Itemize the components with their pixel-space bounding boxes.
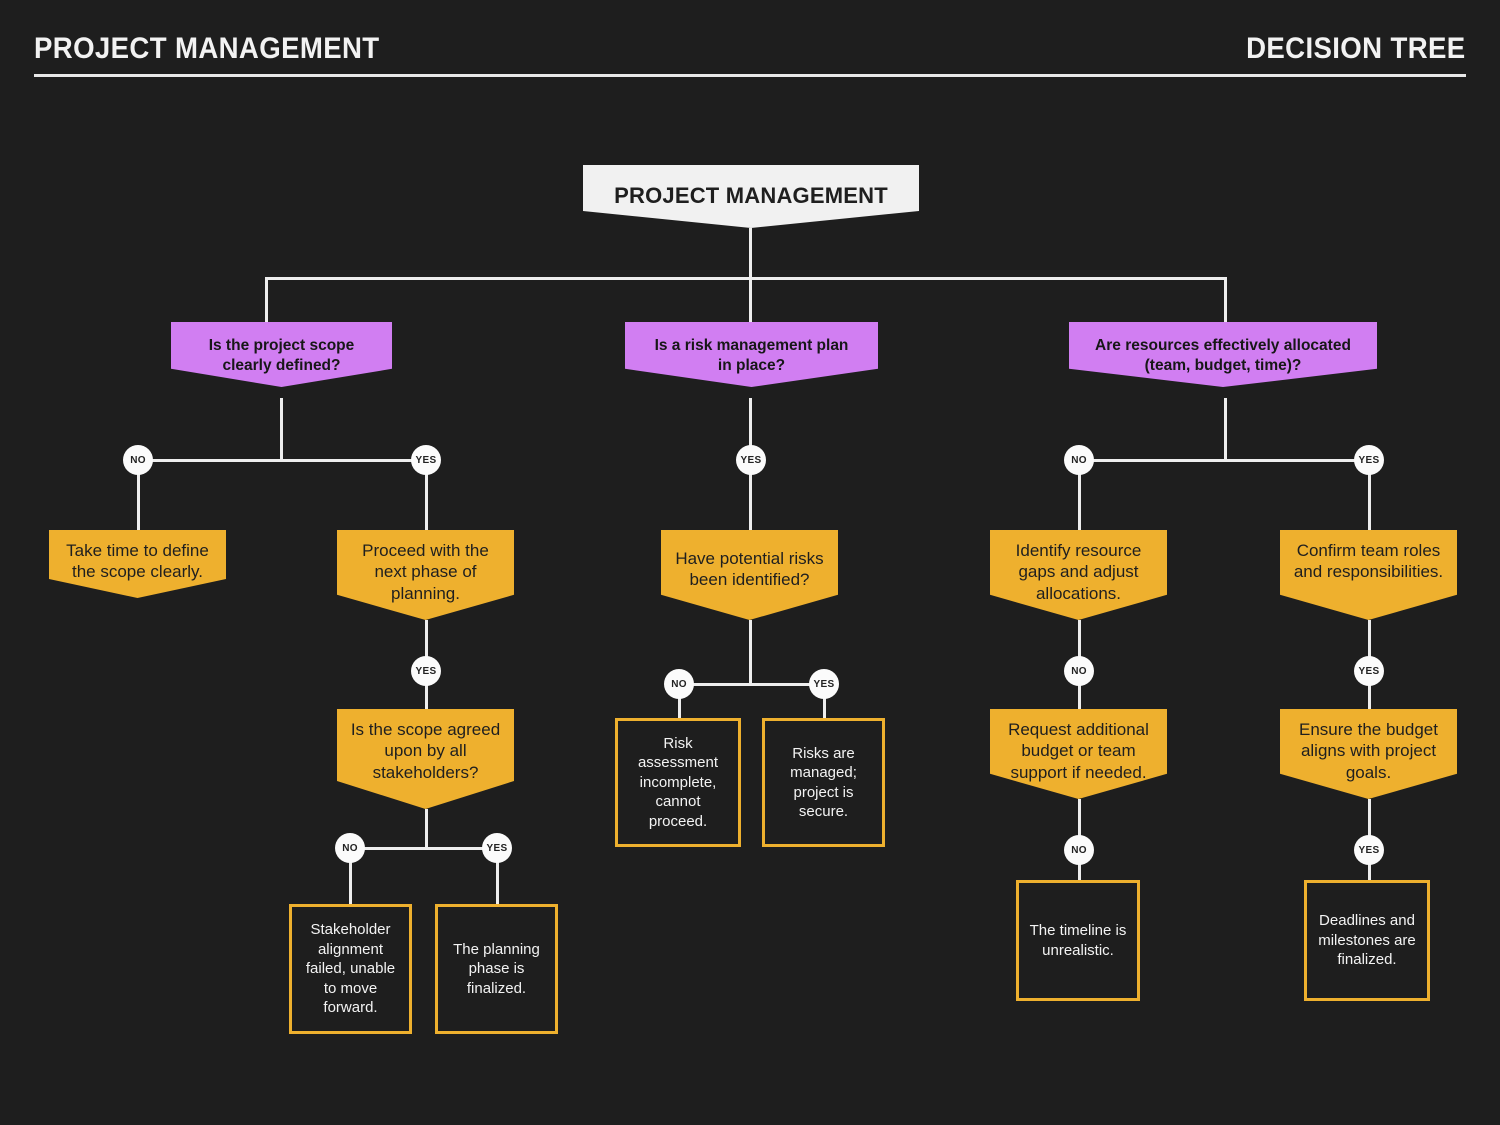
action-node-scope-no-label: Take time to define the scope clearly.: [66, 541, 209, 582]
connector-root-stem: [749, 228, 752, 279]
connector-resources-yes-stem2: [1368, 620, 1371, 670]
badge-scope-no: NO: [123, 445, 153, 475]
action-node-resources-yes[interactable]: Confirm team roles and responsibilities.: [1280, 530, 1457, 620]
connector-risk-yes-down: [749, 474, 752, 532]
action-node-resources-no-label: Identify resource gaps and adjust alloca…: [1015, 541, 1142, 603]
decision-node-scope-sub[interactable]: Is the scope agreed upon by all stakehol…: [337, 709, 514, 809]
connector-scope-sub-no-down: [349, 862, 352, 906]
action-node-resources-no-2-label: Request additional budget or team suppor…: [1008, 720, 1149, 782]
terminal-node-scope-sub-yes[interactable]: The planning phase is finalized.: [435, 904, 558, 1034]
connector-scope-sub-stem: [425, 809, 428, 849]
terminal-node-scope-sub-no-label: Stakeholder alignment failed, unable to …: [305, 921, 396, 1017]
connector-resources-no-stem3: [1078, 799, 1081, 849]
connector-scope-split: [138, 459, 426, 462]
action-node-resources-yes-2[interactable]: Ensure the budget aligns with project go…: [1280, 709, 1457, 799]
terminal-node-resources-yes-label: Deadlines and milestones are finalized.: [1318, 912, 1416, 969]
terminal-node-risk-sub-yes[interactable]: Risks are managed; project is secure.: [762, 718, 885, 847]
badge-resources-yes-2: YES: [1354, 656, 1384, 686]
connector-risk-sub-stem: [749, 620, 752, 684]
decision-node-risk-sub-label: Have potential risks been identified?: [675, 549, 824, 590]
action-node-resources-no[interactable]: Identify resource gaps and adjust alloca…: [990, 530, 1167, 620]
page-header: PROJECT MANAGEMENT DECISION TREE: [34, 32, 1466, 82]
decision-node-scope-sub-label: Is the scope agreed upon by all stakehol…: [350, 720, 501, 782]
root-node[interactable]: PROJECT MANAGEMENT: [583, 165, 919, 228]
terminal-node-resources-yes[interactable]: Deadlines and milestones are finalized.: [1304, 880, 1430, 1001]
decision-node-risk-sub[interactable]: Have potential risks been identified?: [661, 530, 838, 620]
badge-risk-sub-yes: YES: [809, 669, 839, 699]
connector-resources-no-down2: [1078, 685, 1081, 711]
terminal-node-risk-sub-yes-label: Risks are managed; project is secure.: [790, 744, 857, 821]
action-node-resources-yes-label: Confirm team roles and responsibilities.: [1293, 541, 1444, 582]
connector-risk-sub-split: [693, 683, 823, 686]
connector-scope-no-down: [137, 474, 140, 532]
action-node-scope-yes-label: Proceed with the next phase of planning.: [362, 541, 489, 603]
terminal-node-resources-no[interactable]: The timeline is unrealistic.: [1016, 880, 1140, 1001]
badge-scope-sub-no: NO: [335, 833, 365, 863]
terminal-node-scope-sub-no[interactable]: Stakeholder alignment failed, unable to …: [289, 904, 412, 1034]
connector-scope-yes-down: [425, 474, 428, 532]
page-title: PROJECT MANAGEMENT: [34, 32, 380, 65]
badge-resources-no-3: NO: [1064, 835, 1094, 865]
connector-resources-decision-stem: [1224, 398, 1227, 460]
action-node-scope-no[interactable]: Take time to define the scope clearly.: [49, 530, 226, 598]
connector-resources-yes-stem3: [1368, 799, 1371, 849]
connector-scope-sub-yes-down: [496, 862, 499, 906]
badge-scope-sub-yes: YES: [482, 833, 512, 863]
badge-resources-yes-3: YES: [1354, 835, 1384, 865]
connector-to-resources-decision: [1224, 277, 1227, 322]
connector-scope-decision-stem: [280, 398, 283, 460]
badge-resources-no-2: NO: [1064, 656, 1094, 686]
connector-resources-split: [1079, 459, 1370, 462]
terminal-node-risk-sub-no-label: Risk assessment incomplete, cannot proce…: [637, 734, 719, 830]
connector-risk-decision-stem: [749, 398, 752, 446]
connector-scope-sub-split: [350, 847, 498, 850]
badge-risk-yes: YES: [736, 445, 766, 475]
terminal-node-resources-no-label: The timeline is unrealistic.: [1029, 922, 1127, 959]
connector-to-scope-decision: [265, 277, 268, 322]
badge-resources-yes: YES: [1354, 445, 1384, 475]
root-node-label: PROJECT MANAGEMENT: [614, 183, 888, 208]
badge-risk-sub-no: NO: [664, 669, 694, 699]
connector-resources-no-down3: [1078, 864, 1081, 882]
connector-risk-sub-yes-down: [823, 698, 826, 720]
connector-resources-yes-down: [1368, 474, 1371, 532]
connector-resources-yes-down2: [1368, 685, 1371, 711]
connector-risk-sub-no-down: [678, 698, 681, 720]
connector-root-bus: [265, 277, 1227, 280]
badge-scope-yes: YES: [411, 445, 441, 475]
terminal-node-scope-sub-yes-label: The planning phase is finalized.: [453, 940, 540, 997]
decision-node-resources-label: Are resources effectively allocated(team…: [1095, 337, 1351, 374]
connector-scope-proceed-stem: [425, 620, 428, 670]
badge-scope-proceed-yes: YES: [411, 656, 441, 686]
decision-node-resources[interactable]: Are resources effectively allocated(team…: [1069, 322, 1377, 387]
connector-to-risk-decision: [749, 277, 752, 322]
terminal-node-risk-sub-no[interactable]: Risk assessment incomplete, cannot proce…: [615, 718, 741, 847]
action-node-resources-no-2[interactable]: Request additional budget or team suppor…: [990, 709, 1167, 799]
badge-resources-no: NO: [1064, 445, 1094, 475]
connector-scope-proceed-down: [425, 685, 428, 711]
header-divider: [34, 74, 1466, 77]
page-subtitle: DECISION TREE: [1246, 32, 1466, 65]
connector-resources-yes-down3: [1368, 864, 1371, 882]
connector-resources-no-stem2: [1078, 620, 1081, 670]
connector-resources-no-down: [1078, 474, 1081, 532]
action-node-scope-yes[interactable]: Proceed with the next phase of planning.: [337, 530, 514, 620]
action-node-resources-yes-2-label: Ensure the budget aligns with project go…: [1299, 720, 1438, 782]
